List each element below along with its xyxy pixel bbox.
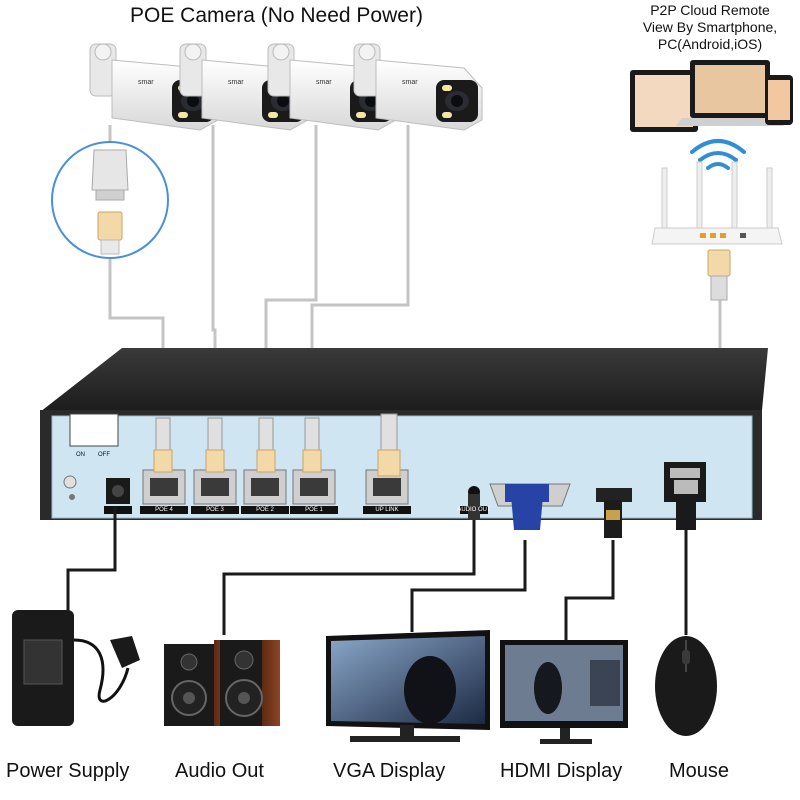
cable-vga [410,540,527,632]
port-label-dc: DC [113,507,123,513]
switch-on-label: ON [76,452,85,458]
port-label-poe3: POE 3 [206,507,224,513]
diagram-title: POE Camera (No Need Power) [130,4,423,27]
cloud-line-2: View By Smartphone, [642,19,778,35]
poe-port-1 [290,469,338,514]
cable-hdmi [564,540,615,640]
output-plugs [468,480,698,538]
cable-power [66,506,117,615]
cloud-line-3: PC(Android,iOS) [657,36,763,52]
remote-devices [630,60,793,132]
connector-zoom-inset [51,141,169,259]
camera-brand: smar [402,79,418,86]
cable-audio [222,520,476,635]
camera-4: smar [353,43,483,131]
hdmi-monitor-icon [500,640,628,744]
label-power-supply: Power Supply [6,760,130,782]
label-vga-display: VGA Display [333,760,446,782]
speakers-icon [164,640,280,726]
camera-brand: smar [228,79,244,86]
router [651,161,783,301]
port-label-poe4: POE 4 [155,507,173,513]
label-mouse: Mouse [669,760,730,782]
wifi-icon [690,139,746,170]
cloud-remote-caption: P2P Cloud Remote View By Smartphone, PC(… [626,2,794,53]
rj45-plugs [153,413,401,477]
port-label-poe2: POE 2 [256,507,274,513]
switch-off-label: OFF [98,452,110,458]
output-cables [66,506,688,640]
port-label-uplink: UP LINK [375,507,399,513]
mouse-icon [655,636,717,736]
poe-port-4 [140,469,188,514]
vga-monitor-icon [326,630,490,742]
port-label-audio: AUDIO OUT [457,507,491,513]
cloud-line-1: P2P Cloud Remote [650,2,770,18]
poe-port-2 [241,469,289,514]
port-label-poe1: POE 1 [305,507,323,513]
power-supply-icon [12,610,140,726]
label-hdmi-display: HDMI Display [500,760,623,782]
nvr-recorder: ON OFF [40,348,768,520]
camera-brand: smar [138,79,154,86]
camera-brand: smar [316,79,332,86]
label-audio-out: Audio Out [175,760,264,782]
poe-port-3 [191,469,239,514]
